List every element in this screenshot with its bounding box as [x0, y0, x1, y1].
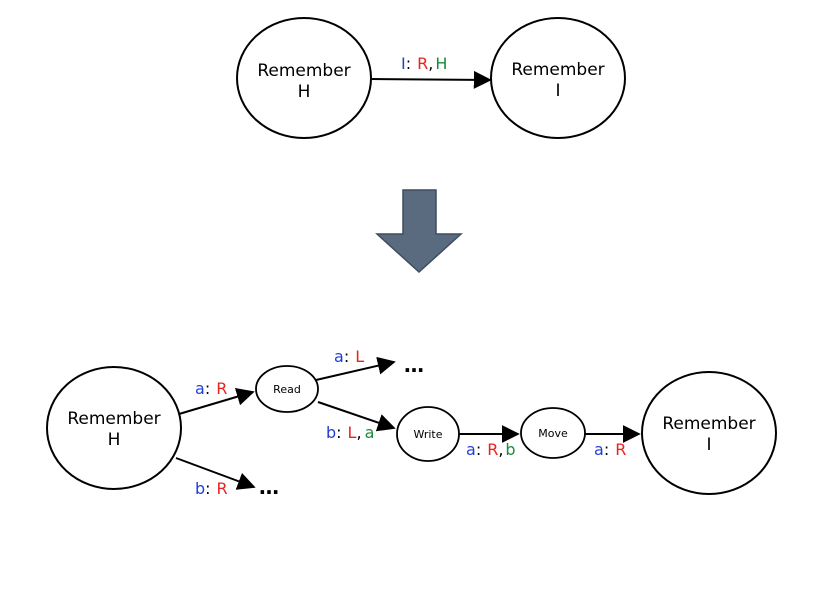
- top-edge-arrow: [370, 70, 492, 89]
- edge-move-to-i-label: a:R: [594, 440, 626, 459]
- bottom-node-remember-i: [641, 371, 777, 495]
- top-node-i-line1: Remember: [511, 60, 604, 80]
- edge-write-to-move-label: a:R,b: [466, 440, 516, 459]
- top-node-remember-h: [236, 17, 372, 139]
- edge-h-to-dots-arrow: [175, 457, 256, 490]
- edge-h-to-read-label: a:R: [195, 379, 227, 398]
- top-node-i-line2: I: [555, 81, 560, 101]
- bottom-node-read: [255, 365, 319, 413]
- bottom-node-write-label: Write: [413, 428, 442, 441]
- top-diagram: Remember H Remember I I:R,H: [236, 17, 626, 139]
- edge-h-dots-ellipsis: …: [259, 475, 279, 499]
- edge-h-to-dots-label: b:R: [195, 479, 228, 498]
- bottom-node-i-line2: I: [706, 435, 711, 455]
- bottom-diagram: Remember H Read Write Move Remember I a:…: [46, 347, 777, 499]
- bottom-node-read-label: Read: [273, 383, 301, 396]
- edge-read-to-dots-arrow: [315, 356, 396, 381]
- bottom-node-h-line2: H: [108, 430, 121, 450]
- top-node-h-line2: H: [298, 82, 311, 102]
- edge-read-to-write-label: b:L,a: [326, 423, 374, 442]
- transform-down-arrow-icon: [375, 189, 463, 274]
- bottom-node-remember-h: [46, 366, 182, 490]
- top-node-h-line1: Remember: [257, 61, 350, 81]
- edge-read-dots-ellipsis: …: [404, 353, 424, 377]
- edge-read-to-dots-label: a:L: [334, 347, 364, 366]
- top-edge-label: I:R,H: [401, 54, 447, 73]
- edge-h-to-read-arrow: [178, 387, 255, 415]
- bottom-node-h-line1: Remember: [67, 409, 160, 429]
- edge-read-to-write-arrow: [317, 401, 396, 432]
- bottom-node-i-line1: Remember: [662, 414, 755, 434]
- bottom-node-move-label: Move: [538, 427, 568, 440]
